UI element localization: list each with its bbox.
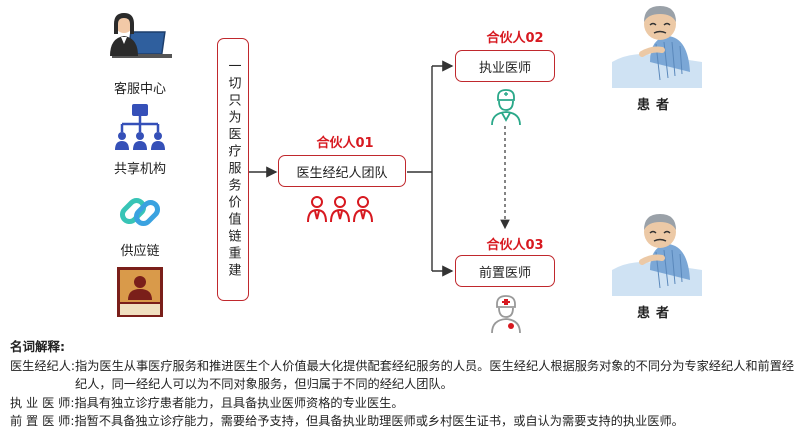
glossary-entry: 医生经纪人: 指为医生从事医疗服务和推进医生个人价值最大化提供配套经纪服务的人员… <box>10 357 795 394</box>
doctor-agent-team-text: 医生经纪人团队 <box>296 165 388 181</box>
glossary-definition: 指具有独立诊疗患者能力，且具备执业医师资格的专业医生。 <box>74 395 404 410</box>
slogan-text: 一切只为医疗服务价值链重建 <box>225 59 241 280</box>
doctor-agent-team-box: 医生经纪人团队 <box>278 155 406 187</box>
supply-chain-item: 供应链 <box>100 190 180 259</box>
customer-service-label: 客服中心 <box>113 82 166 97</box>
partner-01-label: 合伙人01 <box>316 136 374 151</box>
logo-item <box>100 267 180 321</box>
glossary-title: 名词解释: <box>10 339 65 354</box>
shared-institution-item: 共享机构 <box>100 100 180 177</box>
logo-icon <box>117 267 163 317</box>
glossary-entry: 前 置 医 师: 指暂不具备独立诊疗能力，需要给予支持，但具备执业助理医师或乡村… <box>10 412 795 431</box>
licensed-physician-text: 执业医师 <box>478 60 531 76</box>
slogan-box: 一切只为医疗服务价值链重建 <box>217 38 249 301</box>
patient-icon <box>612 214 702 296</box>
network-icon <box>115 104 165 150</box>
shared-institution-label: 共享机构 <box>113 162 166 177</box>
customer-service-item: 客服中心 <box>100 10 180 97</box>
licensed-physician-box: 执业医师 <box>455 50 555 82</box>
chain-link-icon <box>119 197 161 227</box>
pre-physician-box: 前置医师 <box>455 255 555 287</box>
nurse-icon <box>491 295 521 334</box>
glossary-definition: 指为医生从事医疗服务和推进医生个人价值最大化提供配套经纪服务的人员。医生经纪人根… <box>75 358 795 392</box>
patient-label-bottom: 患者 <box>637 306 676 321</box>
glossary-term: 执 业 医 师: <box>10 395 75 410</box>
pre-physician-text: 前置医师 <box>478 265 531 281</box>
glossary: 名词解释: 医生经纪人: 指为医生从事医疗服务和推进医生个人价值最大化提供配套经… <box>10 338 795 431</box>
glossary-term: 前 置 医 师: <box>10 414 75 428</box>
doctor-icon <box>491 89 521 126</box>
patient-icon <box>612 6 702 88</box>
team-people-icon <box>307 196 373 223</box>
glossary-term: 医生经纪人: <box>10 358 76 373</box>
supply-chain-label: 供应链 <box>120 244 160 259</box>
glossary-entry: 执 业 医 师: 指具有独立诊疗患者能力，且具备执业医师资格的专业医生。 <box>10 394 795 413</box>
glossary-definition: 指暂不具备独立诊疗能力，需要给予支持，但具备执业助理医师或乡村医生证书，或自认为… <box>74 414 684 428</box>
partner-03-label: 合伙人03 <box>486 238 544 253</box>
partner-02-label: 合伙人02 <box>486 31 544 46</box>
customer-service-icon <box>110 13 172 58</box>
patient-label-top: 患者 <box>637 98 676 113</box>
